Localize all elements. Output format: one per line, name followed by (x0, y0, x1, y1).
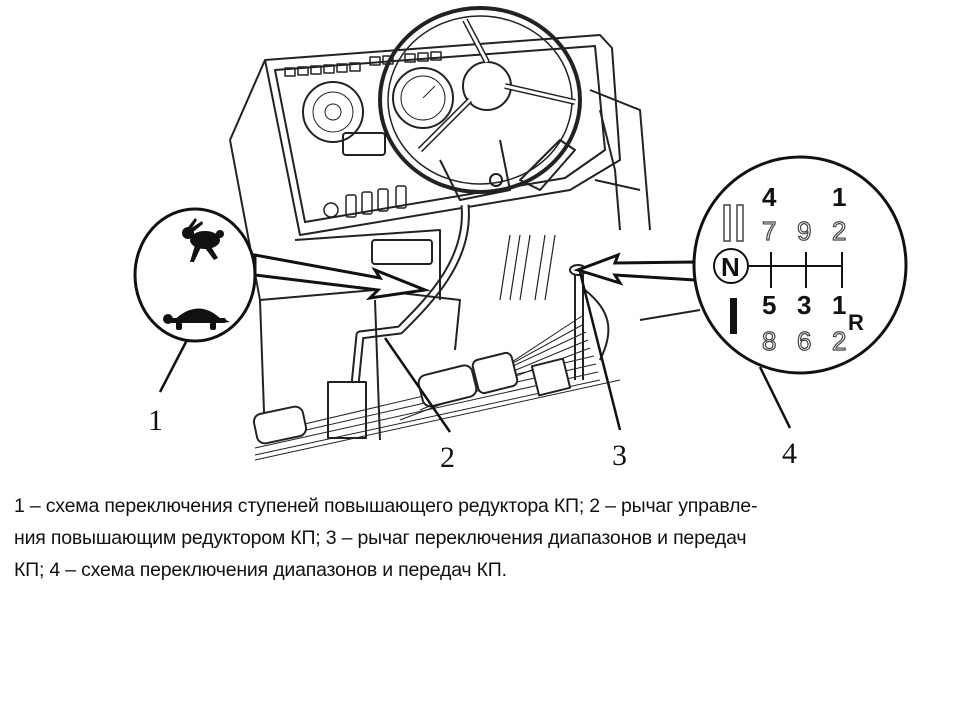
neutral-label: N (721, 252, 740, 282)
gear-8: 8 (762, 326, 776, 356)
gear-7: 7 (762, 216, 776, 246)
clutch-pedal (252, 405, 308, 445)
caption-line-2: ния повышающим редуктором КП; 3 – рычаг … (14, 527, 747, 549)
low-range-icon (730, 298, 737, 334)
high-range-icon (723, 204, 744, 242)
brake-pedal-left (417, 364, 478, 408)
gear-2-bottom: 2 (832, 326, 846, 356)
leader-2 (383, 337, 452, 433)
gear-9: 9 (797, 216, 811, 246)
arrow-to-gear-lever (573, 252, 697, 286)
range-scheme-circle (133, 207, 257, 343)
gear-4: 4 (762, 182, 777, 212)
switch-row (323, 185, 407, 218)
shift-pattern (713, 248, 843, 288)
caption-line-1: 1 – схема переключения ступеней повышающ… (14, 495, 758, 517)
gear-3: 3 (797, 290, 811, 320)
gear-2-top: 2 (832, 216, 846, 246)
gear-5: 5 (762, 290, 776, 320)
indicator-lights (284, 51, 442, 77)
leader-4 (758, 366, 792, 429)
cab-illustration (229, 6, 701, 461)
accelerator-pedal (530, 357, 572, 397)
gear-1-top: 1 (832, 182, 846, 212)
leader-lines (158, 271, 792, 433)
gear-6: 6 (797, 326, 811, 356)
speedometer-gauge (392, 67, 454, 129)
leader-3 (578, 271, 622, 431)
callout-1: 1 (148, 404, 163, 437)
caption-line-3: КП; 4 – схема переключения диапазонов и … (14, 559, 507, 581)
tractor-cab-diagram: N 4 1 7 9 2 5 3 1 R 8 6 2 1 2 3 4 (133, 6, 908, 474)
figure-caption: 1 – схема переключения ступеней повышающ… (14, 490, 944, 586)
arrow-to-range-lever (253, 253, 431, 301)
reverse-label: R (848, 310, 864, 335)
steering-wheel (378, 6, 582, 194)
gear-1-bottom: 1 (832, 290, 846, 320)
callout-2: 2 (440, 441, 455, 474)
brake-pedal-right (471, 351, 519, 395)
tachometer-gauge (302, 81, 364, 143)
callout-3: 3 (612, 439, 627, 472)
dashboard-panel (264, 34, 621, 236)
leader-1 (158, 339, 189, 393)
rabbit-icon (182, 218, 224, 262)
turtle-icon (163, 308, 230, 330)
callout-4: 4 (782, 437, 797, 470)
